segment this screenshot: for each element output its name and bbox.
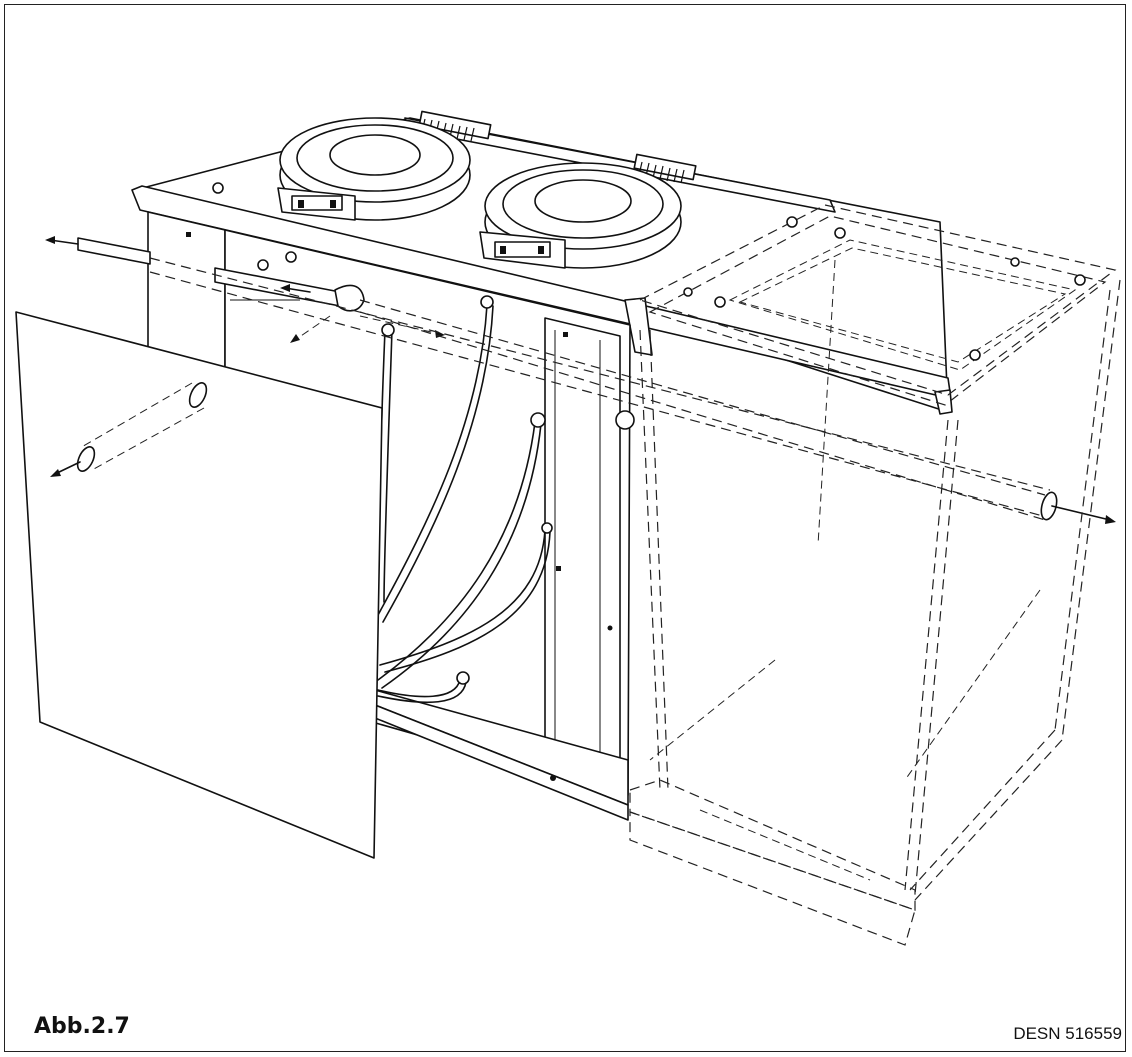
- side-panel: [15, 311, 383, 859]
- tube-rear-left: [45, 236, 151, 265]
- dashed-module: [212, 182, 1121, 946]
- figure-caption: Abb.2.7: [34, 1014, 130, 1039]
- axis-lines: [149, 257, 1116, 524]
- tube-side-panel: [50, 382, 208, 477]
- front-rail: [131, 185, 953, 415]
- cabinet-body: [147, 211, 635, 821]
- hotplate-left: [277, 117, 471, 221]
- document-number: DESN 516559: [1013, 1024, 1122, 1043]
- rear-rail: [404, 110, 836, 213]
- hotplate-right: [479, 162, 682, 269]
- tube-middle: [214, 267, 365, 312]
